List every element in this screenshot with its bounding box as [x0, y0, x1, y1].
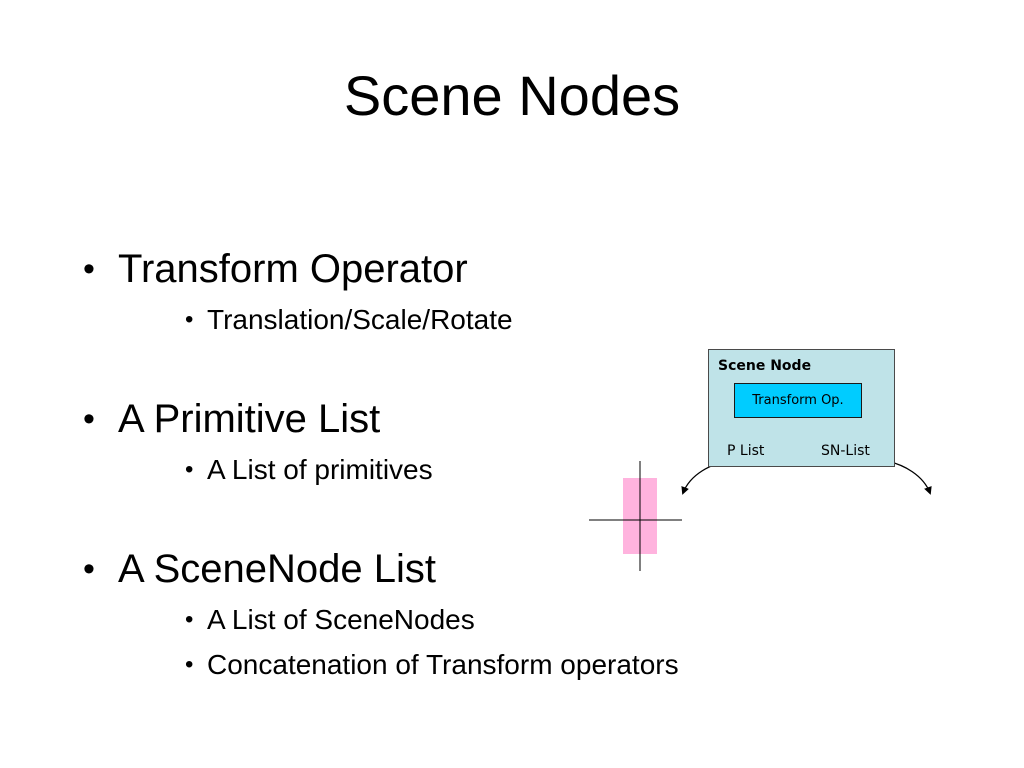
bullet-icon: •: [185, 456, 194, 483]
bullet-scenenode-list: • A SceneNode List: [83, 545, 436, 593]
bullet-text: A Primitive List: [118, 397, 381, 441]
scene-node-label: Scene Node: [718, 358, 812, 374]
bullet-icon: •: [83, 400, 95, 438]
bullet-icon: •: [83, 550, 95, 588]
bullet-icon: •: [185, 651, 194, 678]
sub-bullet-text: Concatenation of Transform operators: [207, 649, 679, 680]
sub-bullet-text: A List of primitives: [207, 454, 433, 485]
scene-node-box: Scene Node Transform Op. P List SN-List: [708, 349, 895, 467]
bullet-primitive-list: • A Primitive List: [83, 395, 381, 443]
sub-bullet-translation: • Translation/Scale/Rotate: [185, 303, 513, 337]
sub-bullet-text: A List of SceneNodes: [207, 604, 475, 635]
bullet-icon: •: [83, 250, 95, 288]
bullet-icon: •: [185, 306, 194, 333]
bullet-text: Transform Operator: [118, 247, 468, 291]
p-list-label: P List: [727, 443, 765, 459]
bullet-text: A SceneNode List: [118, 547, 436, 591]
transform-op-box: Transform Op.: [734, 383, 862, 418]
sub-bullet-list-of-scenenodes: • A List of SceneNodes: [185, 603, 475, 637]
sub-bullet-text: Translation/Scale/Rotate: [207, 304, 513, 335]
bullet-icon: •: [185, 606, 194, 633]
sub-bullet-list-of-primitives: • A List of primitives: [185, 453, 433, 487]
bullet-transform-operator: • Transform Operator: [83, 245, 468, 293]
sn-list-label: SN-List: [821, 443, 870, 459]
slide-title: Scene Nodes: [343, 64, 681, 127]
sub-bullet-concatenation: • Concatenation of Transform operators: [185, 648, 679, 682]
